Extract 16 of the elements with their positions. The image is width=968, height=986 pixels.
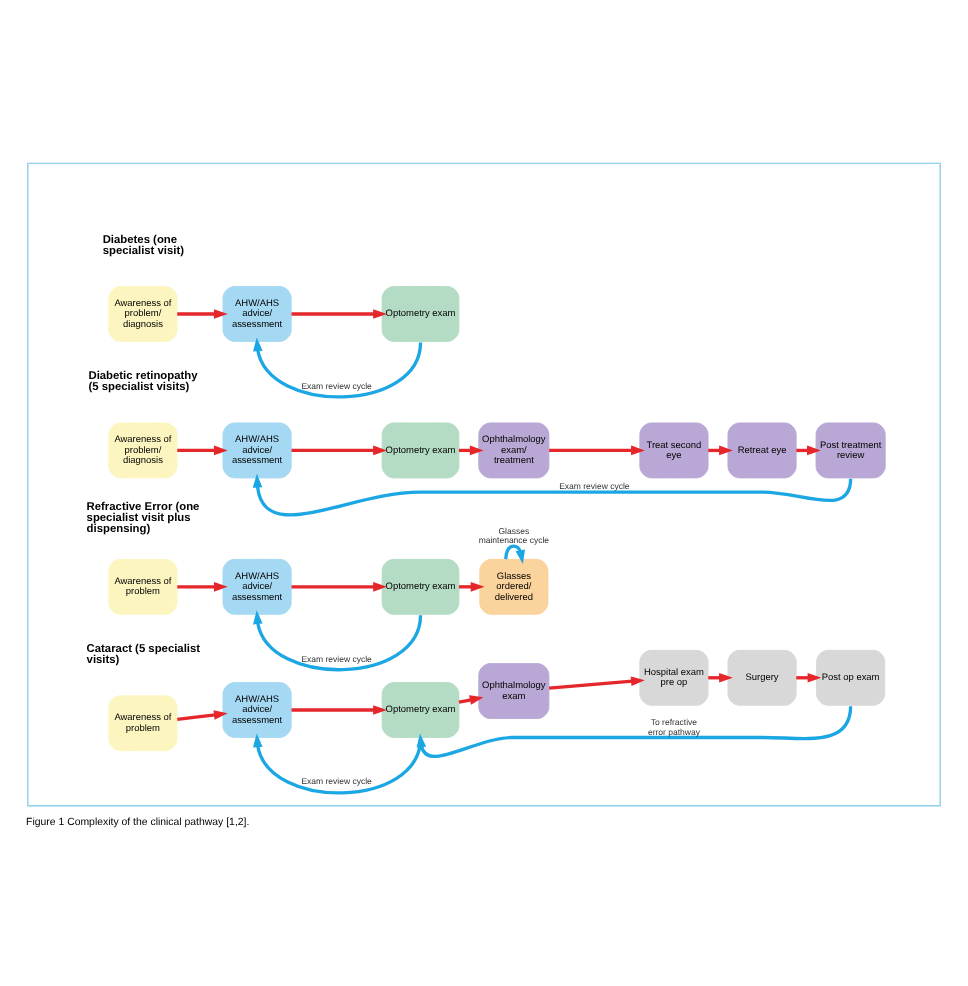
arrow: [504, 543, 525, 563]
arrow: [177, 709, 228, 720]
cluster: [27, 161, 941, 806]
arrow: [291, 704, 387, 714]
arrow: [549, 444, 645, 455]
arrow: [291, 308, 387, 318]
arrow: [177, 581, 228, 591]
arrow: [177, 444, 228, 455]
arrow: [291, 444, 387, 455]
arrow: [253, 336, 423, 398]
arrow: [416, 705, 853, 757]
arrow: [549, 675, 645, 689]
arrow: [253, 732, 423, 794]
arrow: [291, 581, 387, 591]
arrow: [177, 308, 228, 318]
arrow: [253, 609, 423, 671]
